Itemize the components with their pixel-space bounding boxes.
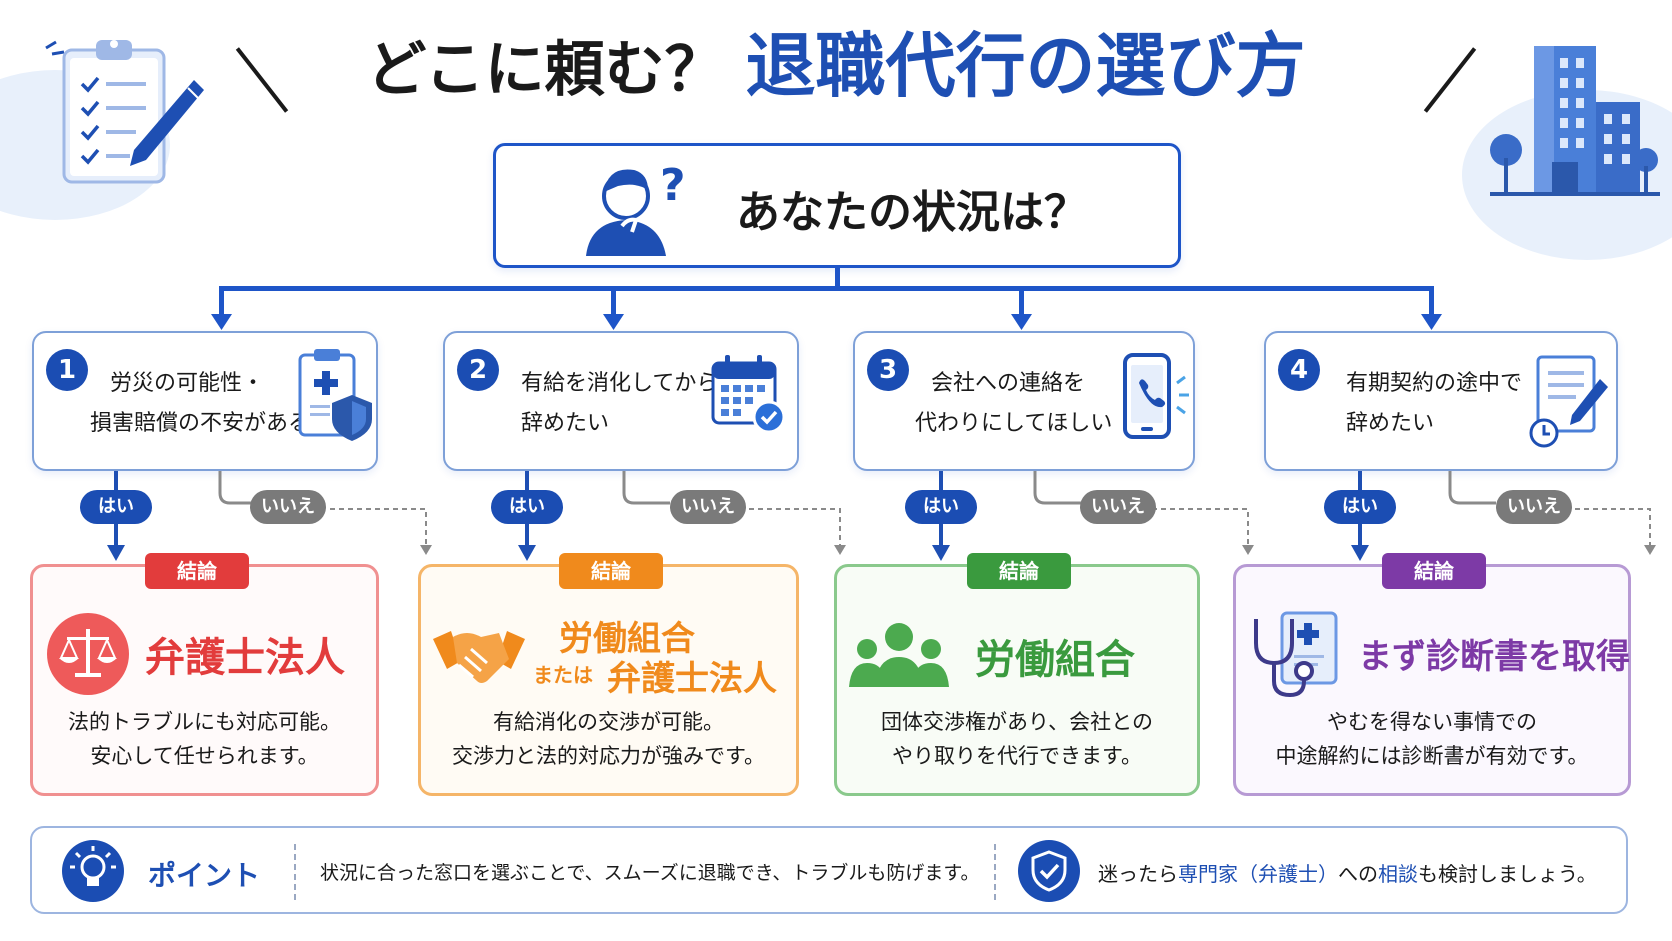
banner-divider-1 — [294, 844, 296, 900]
condition-number: 2 — [457, 349, 499, 391]
conclusion-title: 弁護士法人 — [145, 635, 345, 681]
yes-label-3: はい — [905, 490, 977, 524]
condition-text-line2: 代わりにしてほしい — [915, 411, 1113, 436]
condition-text-line2: 損害賠償の不安がある — [90, 411, 311, 436]
question-text: あなたの状況は？ — [736, 187, 1088, 238]
smartphone-call-icon — [1123, 353, 1189, 439]
conclusion-title: まず診断書を取得 — [1358, 637, 1630, 677]
office-building-icon — [1490, 46, 1660, 196]
medical-shield-document-icon — [298, 349, 372, 441]
tip-part-1: 迷ったら — [1098, 862, 1178, 886]
conclusion-tag: 結論 — [145, 553, 249, 589]
no-label-2: いいえ — [670, 490, 746, 524]
branch-arrows — [211, 286, 1442, 330]
point-banner: ポイント 状況に合った窓口を選ぶことで、スムーズに退職でき、トラブルも防げます。… — [30, 826, 1628, 914]
conclusion-card-2: 結論 労働組合 または 弁護士法人 有給消化の交渉が可能。 交渉力と法的対応力が… — [418, 553, 799, 796]
no-label-3: いいえ — [1080, 490, 1156, 524]
yes-label-2: はい — [491, 490, 563, 524]
connector-stem — [835, 268, 840, 288]
conclusion-or-label: または — [533, 663, 593, 687]
scales-of-justice-icon — [47, 613, 129, 695]
conclusion-card-4: 結論 まず診断書を取得 やむを得ない事情での 中途解約には診断書が有効です。 — [1233, 553, 1631, 796]
group-of-people-icon — [849, 623, 949, 687]
yes-no-connectors — [107, 471, 1656, 561]
condition-text-line1: 会社への連絡を — [931, 371, 1086, 396]
conclusion-tag: 結論 — [1382, 553, 1486, 589]
condition-number: 4 — [1278, 349, 1320, 391]
condition-number: 3 — [867, 349, 909, 391]
condition-text-line1: 有給を消化してから — [521, 371, 719, 396]
conclusion-tag: 結論 — [559, 553, 663, 589]
conclusion-title-2: 弁護士法人 — [607, 659, 777, 699]
tip-part-5: も検討しましょう。 — [1418, 862, 1597, 886]
conclusion-desc-line2: やり取りを代行できます。 — [892, 744, 1142, 768]
conclusion-title: 労働組合 — [975, 637, 1135, 683]
page-title: どこに頼む？ 退職代行の選び方 — [0, 28, 1672, 105]
condition-card-1: 1 労災の可能性・ 損害賠償の不安がある — [32, 331, 378, 471]
conclusion-card-1: 結論 弁護士法人 法的トラブルにも対応可能。 安心して任せられます。 — [30, 553, 379, 796]
clipboard-checklist-icon — [45, 40, 204, 184]
banner-divider-2 — [994, 844, 996, 900]
conclusion-desc-line2: 安心して任せられます。 — [90, 744, 319, 768]
condition-card-4: 4 有期契約の途中で 辞めたい — [1264, 331, 1618, 471]
title-part-1: どこに頼む？ — [366, 35, 725, 105]
handshake-icon — [433, 631, 525, 683]
contract-document-icon — [1529, 355, 1608, 448]
yes-label-4: はい — [1324, 490, 1396, 524]
condition-card-2: 2 有給を消化してから 辞めたい — [443, 331, 799, 471]
svg-text:?: ? — [660, 160, 686, 211]
conclusion-tag: 結論 — [967, 553, 1071, 589]
conclusion-card-3: 結論 労働組合 団体交渉権があり、会社との やり取りを代行できます。 — [834, 553, 1200, 796]
condition-text-line2: 辞めたい — [1346, 411, 1435, 436]
thinking-person-icon: ? — [586, 160, 686, 256]
condition-text-line1: 労災の可能性・ — [110, 371, 265, 396]
title-part-2: 退職代行の選び方 — [745, 25, 1306, 107]
stethoscope-document-icon — [1254, 611, 1338, 698]
shield-check-icon — [1018, 840, 1080, 902]
condition-text-line1: 有期契約の途中で — [1346, 371, 1523, 396]
no-label-1: いいえ — [250, 490, 326, 524]
conclusion-desc-line2: 中途解約には診断書が有効です。 — [1275, 744, 1589, 768]
conclusion-desc-line1: やむを得ない事情での — [1327, 710, 1537, 734]
conclusion-desc-line1: 有給消化の交渉が可能。 — [493, 710, 724, 734]
tip-part-4: 相談 — [1378, 862, 1418, 886]
point-text: 状況に合った窓口を選ぶことで、スムーズに退職でき、トラブルも防げます。 — [320, 862, 980, 884]
condition-card-3: 3 会社への連絡を 代わりにしてほしい — [853, 331, 1195, 471]
point-label: ポイント — [148, 859, 261, 892]
conclusion-desc-line1: 法的トラブルにも対応可能。 — [68, 710, 341, 734]
conclusion-desc-line1: 団体交渉権があり、会社との — [881, 710, 1153, 734]
no-label-4: いいえ — [1496, 490, 1572, 524]
conclusion-title: 労働組合 — [559, 619, 695, 659]
conclusion-desc-line2: 交渉力と法的対応力が強みです。 — [452, 744, 765, 768]
tip-text: 迷ったら専門家（弁護士）への相談も検討しましょう。 — [1098, 858, 1597, 887]
question-box: ? あなたの状況は？ — [493, 143, 1181, 268]
tip-part-2: 専門家（弁護士） — [1178, 862, 1338, 886]
tip-part-3: への — [1338, 862, 1378, 886]
condition-text-line2: 辞めたい — [521, 411, 610, 436]
condition-number: 1 — [46, 349, 88, 391]
yes-label-1: はい — [80, 490, 152, 524]
lightbulb-icon — [62, 840, 124, 902]
calendar-check-icon — [711, 355, 786, 434]
connector-branch — [219, 286, 1434, 291]
